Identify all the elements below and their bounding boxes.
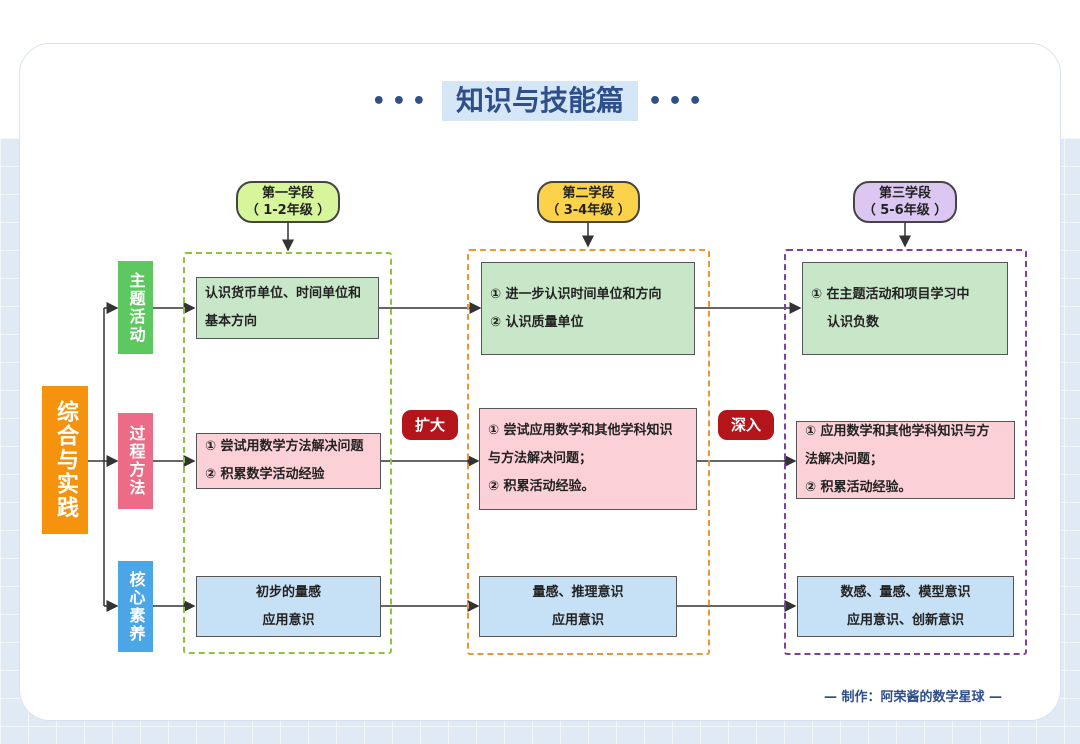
stage-1-process-box: ① 尝试用数学方法解决问题 ② 积累数学活动经验 <box>196 433 381 489</box>
stage-3-process-line-2: 法解决问题； <box>805 452 884 467</box>
stage-1-core-line-1: 初步的量感 <box>255 584 321 600</box>
stage-1-process-line-1: ① 尝试用数学方法解决问题 <box>205 439 364 454</box>
expand-badge: 扩大 <box>402 410 458 440</box>
stage-3-process-box: ① 应用数学和其他学科知识与方 法解决问题； ② 积累活动经验。 <box>796 421 1015 499</box>
stage-2-process-box: ① 尝试应用数学和其他学科知识 与方法解决问题； ② 积累活动经验。 <box>479 408 697 510</box>
stage-3-theme-line-1: ① 在主题活动和项目学习中 <box>811 286 970 302</box>
row-label-theme: 主题活动 <box>118 261 153 354</box>
title-bar: ••• 知识与技能篇 ••• <box>0 80 1080 122</box>
footer-credit: — 制作：阿荣酱的数学星球 — <box>823 690 1002 705</box>
stage-3-theme-line-2: 认识负数 <box>827 314 880 330</box>
stage-3-theme-box: ① 在主题活动和项目学习中 认识负数 <box>802 262 1008 355</box>
stage-3-grade: （ 5-6年级 ） <box>862 203 948 218</box>
stage-3-process-line-1: ① 应用数学和其他学科知识与方 <box>805 424 990 439</box>
stage-2-core-line-1: 量感、推理意识 <box>532 584 624 600</box>
stage-1-theme-box: 认识货币单位、时间单位和 基本方向 <box>196 277 379 339</box>
stage-2-theme-line-2: ② 认识质量单位 <box>490 314 584 330</box>
left-main-label: 综合与实践 <box>42 386 88 534</box>
stage-3-core-line-1: 数感、量感、模型意识 <box>840 584 971 600</box>
page-title: 知识与技能篇 <box>441 81 638 121</box>
stage-1-process-line-2: ② 积累数学活动经验 <box>205 467 325 482</box>
stage-2-core-box: 量感、推理意识 应用意识 <box>479 576 677 637</box>
stage-1-core-line-2: 应用意识 <box>262 612 315 628</box>
stage-2-theme-box: ① 进一步认识时间单位和方向 ② 认识质量单位 <box>481 262 695 355</box>
stage-2-theme-line-1: ① 进一步认识时间单位和方向 <box>490 286 662 302</box>
stage-2-grade: （ 3-4年级 ） <box>546 203 631 218</box>
title-dots-left: ••• <box>371 88 432 114</box>
stage-1-frame <box>183 252 392 654</box>
stage-1-name: 第一学段 <box>261 186 314 201</box>
stage-3-core-box: 数感、量感、模型意识 应用意识、创新意识 <box>797 576 1014 637</box>
row-label-process: 过程方法 <box>118 413 153 509</box>
stage-2-process-line-3: ② 积累活动经验。 <box>488 479 595 494</box>
stage-1-theme-line-1: 认识货币单位、时间单位和 <box>205 286 362 301</box>
deepen-badge: 深入 <box>718 410 774 440</box>
stage-3-process-line-3: ② 积累活动经验。 <box>805 480 912 495</box>
stage-3-core-line-2: 应用意识、创新意识 <box>846 612 964 628</box>
title-dots-right: ••• <box>648 88 709 114</box>
row-label-core: 核心素养 <box>118 561 153 652</box>
stage-2-name: 第二学段 <box>562 186 615 201</box>
stage-2-process-line-2: 与方法解决问题； <box>488 451 593 466</box>
stage-2-process-line-1: ① 尝试应用数学和其他学科知识 <box>488 423 673 438</box>
stage-2-frame <box>467 249 710 655</box>
stage-3-pill: 第三学段 （ 5-6年级 ） <box>853 181 957 223</box>
stage-2-pill: 第二学段 （ 3-4年级 ） <box>537 181 640 223</box>
stage-1-theme-line-2: 基本方向 <box>205 314 258 329</box>
stage-2-core-line-2: 应用意识 <box>551 612 604 628</box>
stage-3-name: 第三学段 <box>878 186 931 201</box>
stage-3-frame <box>784 249 1027 655</box>
stage-1-pill: 第一学段 （ 1-2年级 ） <box>236 181 340 223</box>
stage-1-core-box: 初步的量感 应用意识 <box>196 576 381 637</box>
stage-1-grade: （ 1-2年级 ） <box>245 203 331 218</box>
